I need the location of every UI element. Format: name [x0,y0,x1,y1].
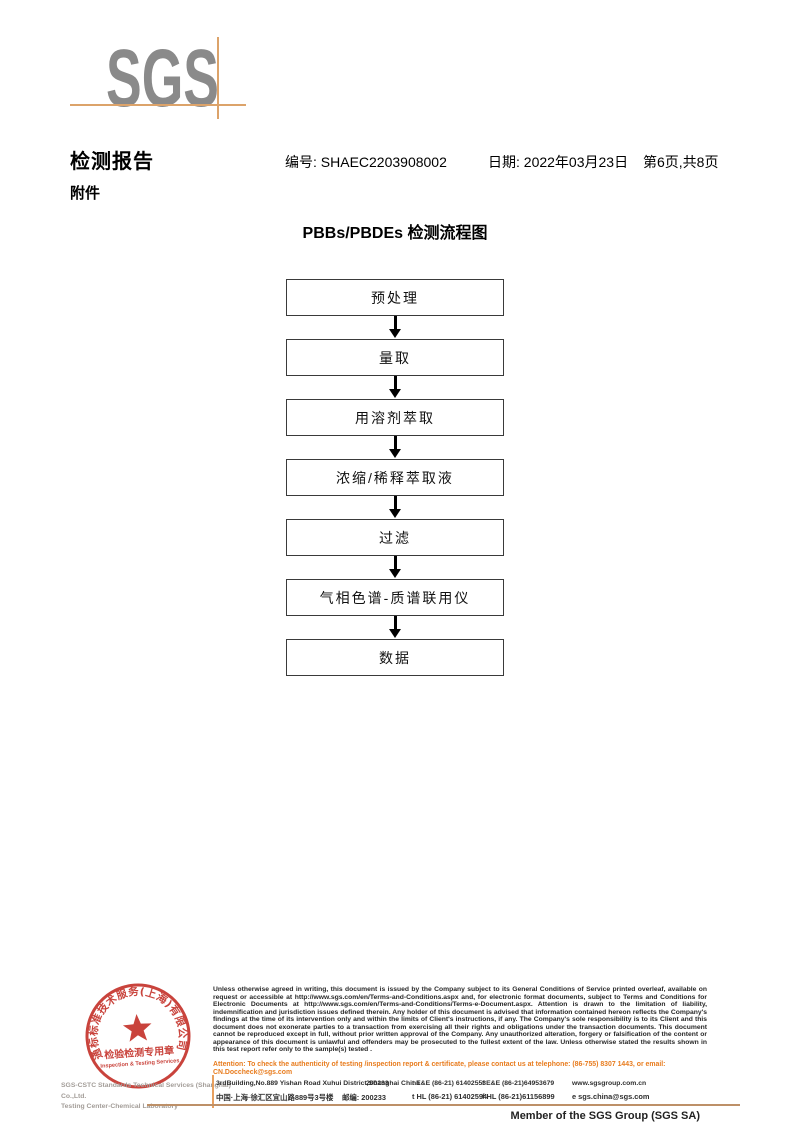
flow-step: 预处理 [286,279,504,316]
report-date: 日期: 2022年03月23日 [488,154,629,170]
lab-company-line2: Testing Center-Chemical Laboratory [61,1103,178,1110]
attention-notice: Attention: To check the authenticity of … [213,1061,666,1076]
address-block: 3rdBuilding,No.889 Yishan Road Xuhui Dis… [216,1077,708,1105]
flow-step: 数据 [286,639,504,676]
flow-step: 过滤 [286,519,504,556]
logo-horizontal-line [70,104,246,106]
postal-code-en: 200233 [366,1080,389,1087]
arrow-down-icon [286,496,504,519]
telephone-cn: t HL (86-21) 61402594 [412,1092,488,1101]
report-number: 编号: SHAEC2203908002 [285,154,447,170]
flowchart-title: PBBs/PBDEs 检测流程图 [302,225,488,242]
arrow-down-icon [286,376,504,399]
lab-company-name: SGS-CSTC Standards Technical Services (S… [61,1081,251,1113]
stamp-ring [85,983,191,1089]
website-url: www.sgsgroup.com.cn [572,1080,647,1087]
lab-company-line1: SGS-CSTC Standards Technical Services (S… [61,1082,231,1100]
arrow-down-icon [286,436,504,459]
arrow-down-icon [286,616,504,639]
page-indicator: 第6页,共8页 [643,154,719,170]
fax-cn: f HL (86-21)61156899 [482,1092,555,1101]
arrow-down-icon [286,556,504,579]
fax-en: f E&E (86-21)64953679 [482,1080,555,1087]
email-address: e sgs.china@sgs.com [572,1092,650,1101]
address-row-cn: 中国·上海·徐汇区宜山路889号3号楼 邮编: 200233 t HL (86-… [216,1090,708,1103]
flow-step: 用溶剂萃取 [286,399,504,436]
postal-code-cn: 邮编: 200233 [342,1093,386,1102]
star-icon [122,1014,152,1042]
address-row-en: 3rdBuilding,No.889 Yishan Road Xuhui Dis… [216,1077,708,1090]
stamp-center-en: Inspection & Testing Services [100,1058,179,1070]
sgs-membership-note: Member of the SGS Group (SGS SA) [510,1110,700,1122]
telephone-en: t E&E (86-21) 61402553 [412,1080,487,1087]
address-cn: 中国·上海·徐汇区宜山路889号3号楼 [216,1093,334,1102]
logo-vertical-line [217,37,219,119]
address-en: 3rdBuilding,No.889 Yishan Road Xuhui Dis… [216,1080,420,1087]
flow-step: 量取 [286,339,504,376]
page-title: 检测报告 [70,151,154,173]
attachment-label: 附件 [70,185,101,202]
flow-step: 浓缩/稀释萃取液 [286,459,504,496]
company-seal-stamp: 通标标准技术服务(上海)有限公司 检验检测专用章 Inspection & Te… [83,982,191,1089]
arrow-down-icon [286,316,504,339]
address-divider-line [212,1075,214,1108]
footer-rule-line [147,1104,740,1106]
flowchart: 预处理量取用溶剂萃取浓缩/稀释萃取液过滤气相色谱-质谱联用仪数据 [286,279,504,676]
flow-step: 气相色谱-质谱联用仪 [286,579,504,616]
legal-disclaimer: Unless otherwise agreed in writing, this… [213,986,707,1053]
